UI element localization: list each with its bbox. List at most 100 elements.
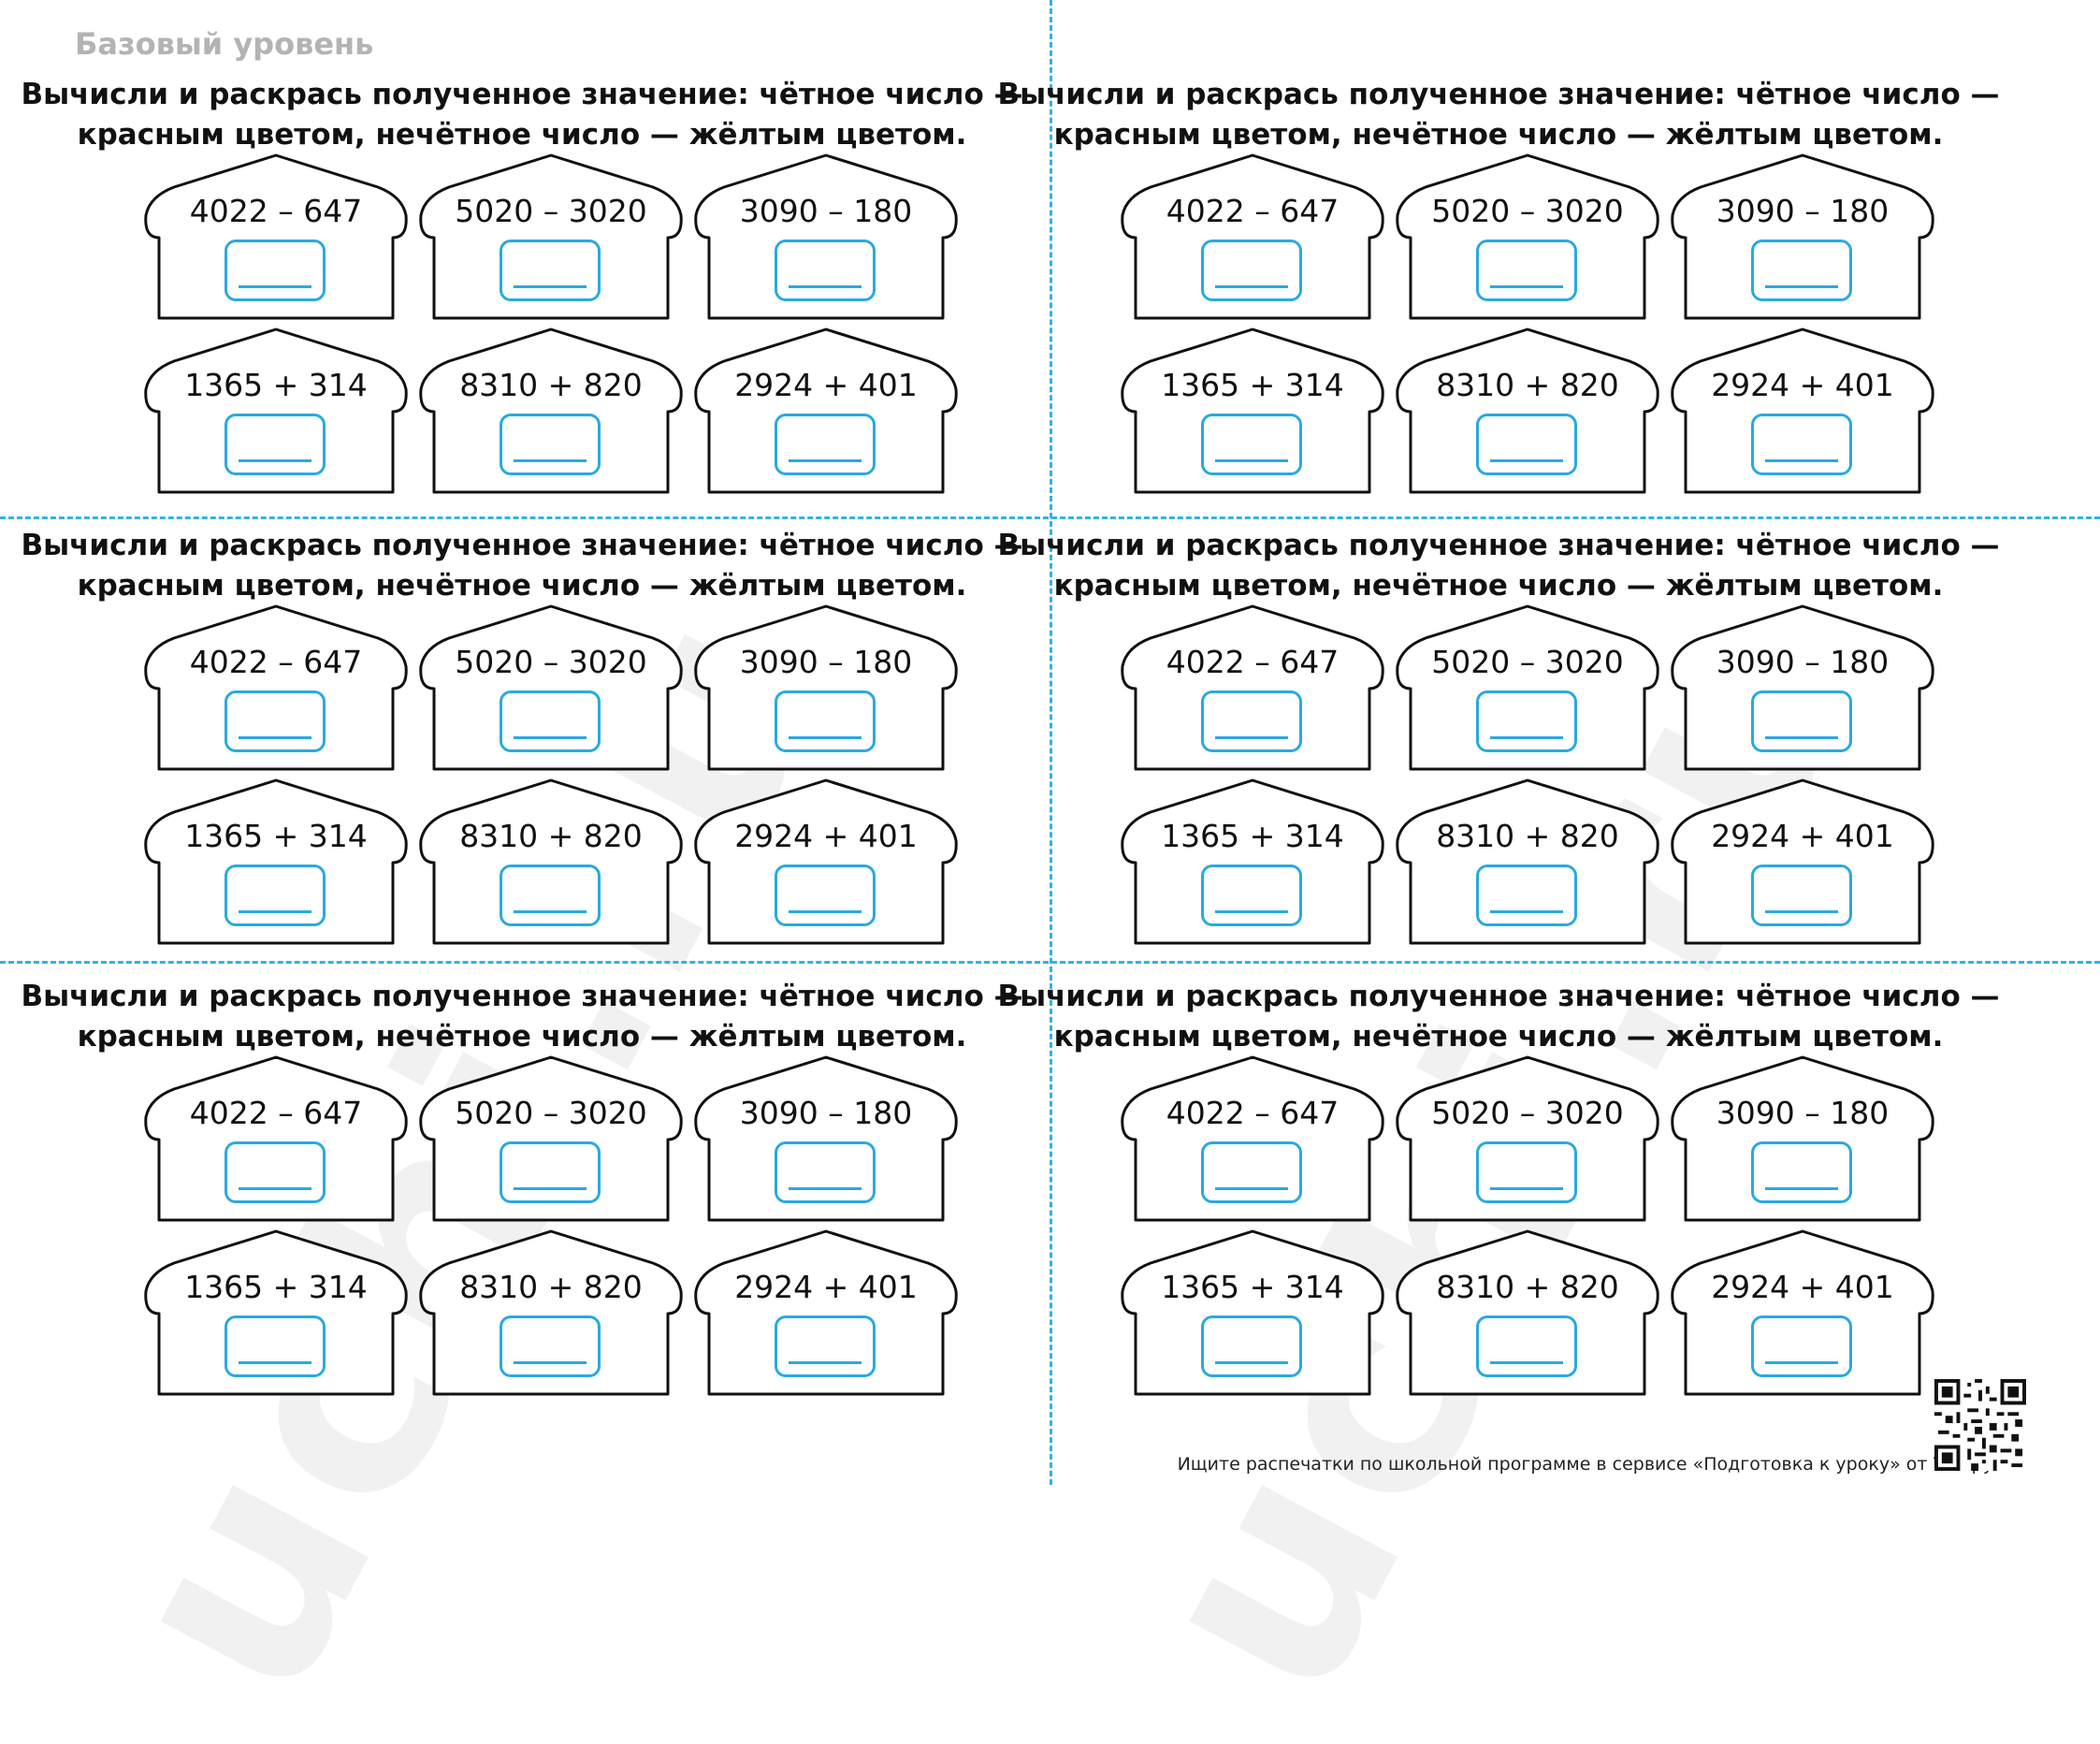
house-outline-icon bbox=[419, 1229, 683, 1396]
answer-box[interactable] bbox=[775, 865, 876, 926]
house-figure[interactable]: 8310 + 820 bbox=[1392, 778, 1663, 945]
house-outline-icon bbox=[1671, 327, 1934, 494]
answer-box[interactable] bbox=[1751, 414, 1852, 475]
house-figure[interactable]: 8310 + 820 bbox=[415, 778, 687, 945]
house-outline-icon bbox=[1121, 778, 1384, 945]
house-figure[interactable]: 2924 + 401 bbox=[690, 1229, 962, 1396]
answer-box[interactable] bbox=[1201, 1315, 1302, 1377]
task-instruction-line: Вычисли и раскрась полученное значение: … bbox=[997, 980, 2000, 1013]
house-figure[interactable]: 3090 – 180 bbox=[690, 604, 962, 771]
answer-box[interactable] bbox=[775, 690, 876, 752]
level-label: Базовый уровень bbox=[75, 26, 374, 62]
math-expression: 1365 + 314 bbox=[1161, 367, 1344, 403]
answer-box[interactable] bbox=[1201, 240, 1302, 301]
math-expression: 2924 + 401 bbox=[1711, 818, 1894, 854]
house-figure[interactable]: 1365 + 314 bbox=[140, 778, 412, 945]
answer-box[interactable] bbox=[500, 1141, 601, 1203]
house-figure[interactable]: 3090 – 180 bbox=[690, 153, 962, 320]
house-figure[interactable]: 1365 + 314 bbox=[1117, 1229, 1388, 1396]
answer-box[interactable] bbox=[500, 865, 601, 926]
answer-line bbox=[789, 736, 862, 739]
answer-box[interactable] bbox=[1476, 240, 1577, 301]
answer-box[interactable] bbox=[1751, 865, 1852, 926]
task-card: Вычисли и раскрась полученное значение: … bbox=[17, 526, 1027, 945]
house-outline-icon bbox=[694, 153, 958, 320]
math-expression: 1365 + 314 bbox=[184, 818, 368, 854]
house-figure[interactable]: 5020 – 3020 bbox=[415, 153, 687, 320]
house-figure[interactable]: 1365 + 314 bbox=[1117, 327, 1388, 494]
house-figure[interactable]: 4022 – 647 bbox=[1117, 153, 1388, 320]
answer-line bbox=[514, 1361, 587, 1364]
house-figure[interactable]: 3090 – 180 bbox=[1667, 153, 1938, 320]
answer-box[interactable] bbox=[224, 1315, 326, 1377]
house-figure[interactable]: 1365 + 314 bbox=[140, 327, 412, 494]
answer-box[interactable] bbox=[224, 240, 326, 301]
house-figure[interactable]: 2924 + 401 bbox=[1667, 327, 1938, 494]
house-figure[interactable]: 5020 – 3020 bbox=[1392, 1055, 1663, 1222]
answer-line bbox=[1215, 459, 1288, 462]
house-figure[interactable]: 3090 – 180 bbox=[690, 1055, 962, 1222]
house-figure[interactable]: 8310 + 820 bbox=[415, 327, 687, 494]
house-figure[interactable]: 4022 – 647 bbox=[140, 604, 412, 771]
answer-box[interactable] bbox=[500, 240, 601, 301]
answer-box[interactable] bbox=[775, 414, 876, 475]
answer-box[interactable] bbox=[775, 1141, 876, 1203]
house-figure[interactable]: 1365 + 314 bbox=[1117, 778, 1388, 945]
math-expression: 2924 + 401 bbox=[734, 818, 918, 854]
answer-box[interactable] bbox=[1201, 414, 1302, 475]
house-figure[interactable]: 8310 + 820 bbox=[415, 1229, 687, 1396]
answer-line bbox=[239, 1187, 311, 1190]
answer-box[interactable] bbox=[1201, 690, 1302, 752]
answer-box[interactable] bbox=[224, 1141, 326, 1203]
math-expression: 8310 + 820 bbox=[1436, 818, 1619, 854]
task-card: Вычисли и раскрась полученное значение: … bbox=[993, 526, 2004, 945]
answer-box[interactable] bbox=[224, 690, 326, 752]
answer-line bbox=[1490, 1187, 1563, 1190]
house-figure[interactable]: 4022 – 647 bbox=[140, 1055, 412, 1222]
house-figure[interactable]: 5020 – 3020 bbox=[415, 1055, 687, 1222]
math-expression: 5020 – 3020 bbox=[455, 193, 647, 229]
house-figure[interactable]: 2924 + 401 bbox=[690, 327, 962, 494]
answer-box[interactable] bbox=[500, 690, 601, 752]
answer-line bbox=[1215, 910, 1288, 913]
answer-box[interactable] bbox=[1476, 414, 1577, 475]
answer-box[interactable] bbox=[224, 414, 326, 475]
house-figure[interactable]: 1365 + 314 bbox=[140, 1229, 412, 1396]
answer-box[interactable] bbox=[1751, 690, 1852, 752]
answer-box[interactable] bbox=[224, 865, 326, 926]
house-figure[interactable]: 4022 – 647 bbox=[1117, 604, 1388, 771]
answer-box[interactable] bbox=[1476, 1315, 1577, 1377]
house-outline-icon bbox=[1121, 153, 1384, 320]
answer-box[interactable] bbox=[1751, 1141, 1852, 1203]
house-figure[interactable]: 4022 – 647 bbox=[1117, 1055, 1388, 1222]
house-figure[interactable]: 4022 – 647 bbox=[140, 153, 412, 320]
answer-box[interactable] bbox=[775, 240, 876, 301]
house-outline-icon bbox=[1121, 327, 1384, 494]
answer-box[interactable] bbox=[1751, 1315, 1852, 1377]
answer-box[interactable] bbox=[775, 1315, 876, 1377]
house-figure[interactable]: 8310 + 820 bbox=[1392, 327, 1663, 494]
house-figure[interactable]: 2924 + 401 bbox=[1667, 778, 1938, 945]
house-figure[interactable]: 3090 – 180 bbox=[1667, 604, 1938, 771]
answer-line bbox=[1215, 285, 1288, 288]
house-figure[interactable]: 8310 + 820 bbox=[1392, 1229, 1663, 1396]
house-figure[interactable]: 3090 – 180 bbox=[1667, 1055, 1938, 1222]
answer-box[interactable] bbox=[1201, 1141, 1302, 1203]
horizontal-cut-line-1 bbox=[0, 516, 2100, 519]
answer-box[interactable] bbox=[500, 1315, 601, 1377]
house-figure[interactable]: 2924 + 401 bbox=[690, 778, 962, 945]
house-figure[interactable]: 2924 + 401 bbox=[1667, 1229, 1938, 1396]
house-figure[interactable]: 5020 – 3020 bbox=[1392, 153, 1663, 320]
answer-line bbox=[1765, 910, 1838, 913]
house-figure[interactable]: 5020 – 3020 bbox=[415, 604, 687, 771]
house-figure[interactable]: 5020 – 3020 bbox=[1392, 604, 1663, 771]
answer-box[interactable] bbox=[500, 414, 601, 475]
answer-box[interactable] bbox=[1476, 690, 1577, 752]
task-instruction-line: Вычисли и раскрась полученное значение: … bbox=[997, 529, 2000, 562]
answer-box[interactable] bbox=[1751, 240, 1852, 301]
house-outline-icon bbox=[419, 327, 683, 494]
answer-box[interactable] bbox=[1476, 1141, 1577, 1203]
task-instruction-line: красным цветом, нечётное число — жёлтым … bbox=[1053, 1020, 1944, 1054]
answer-box[interactable] bbox=[1476, 865, 1577, 926]
answer-box[interactable] bbox=[1201, 865, 1302, 926]
